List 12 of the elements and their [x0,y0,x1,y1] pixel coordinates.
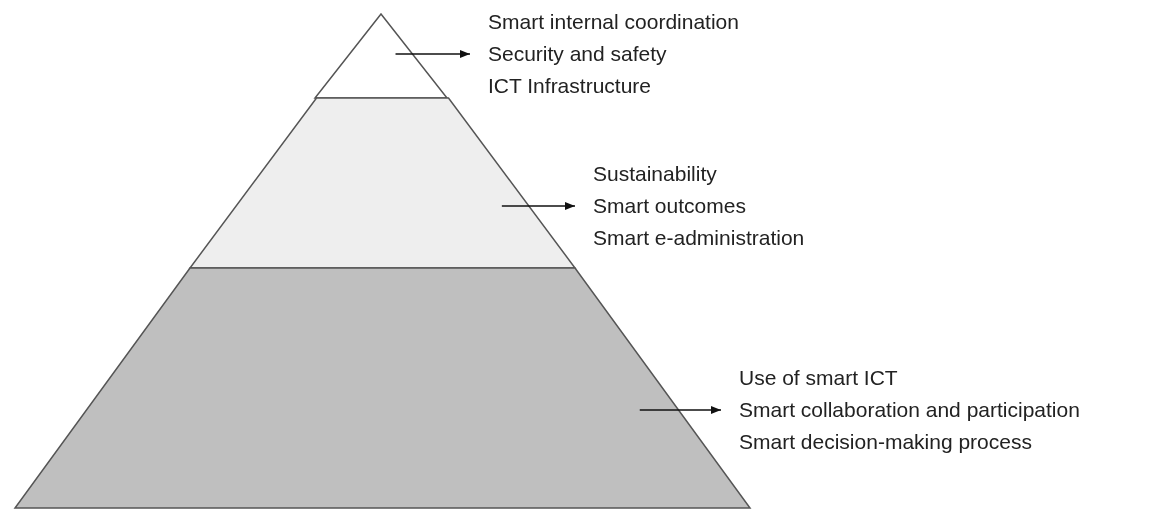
list-item-text: Security and safety [488,41,668,67]
list-item-text: Smart internal coordination [488,9,739,35]
list-item-text: Use of smart ICT [739,365,899,391]
arrow [501,201,576,211]
list-item-text: Smart collaboration and participation [739,397,1080,423]
list-item-text: ICT Infrastructure [488,73,652,99]
list-item-text: Sustainability [593,161,718,187]
arrow [394,49,471,59]
arrow [639,405,722,415]
list-item-text: Smart outcomes [593,193,747,219]
list-item-text: Smart decision-making process [739,429,1033,455]
list-item-text: Smart e-administration [593,225,805,251]
